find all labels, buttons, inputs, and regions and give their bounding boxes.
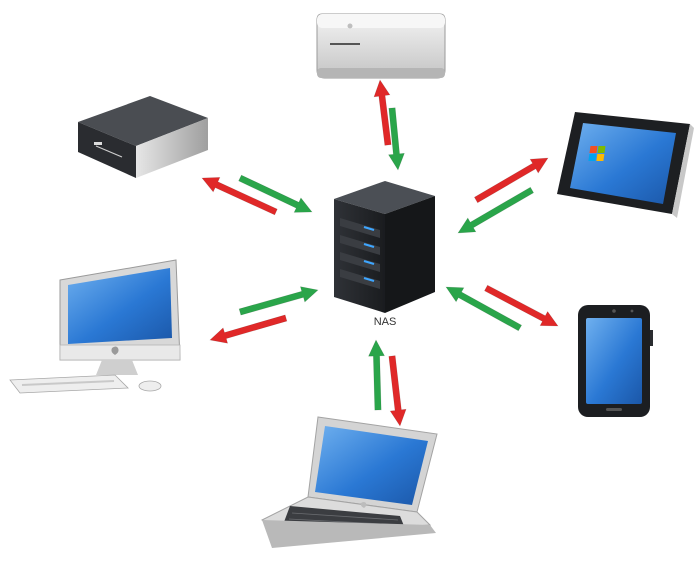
windows-tablet-icon: [557, 112, 694, 218]
set-top-box-icon: [78, 96, 208, 178]
tablet-to-nas-arrow: [457, 186, 535, 234]
set-top-box-to-nas-arrow: [238, 174, 313, 213]
nas-to-tablet-arrow: [473, 157, 549, 204]
laptop-icon: [261, 416, 438, 548]
laptop-to-nas-arrow: [368, 339, 385, 411]
mac-mini-to-nas-arrow: [387, 107, 405, 171]
nas-label: NAS: [373, 316, 397, 328]
nas-server-icon: [334, 181, 435, 313]
nas-to-mac-mini-arrow: [373, 79, 392, 146]
nas-to-laptop-arrow: [388, 355, 407, 427]
drive-bays: [340, 218, 380, 289]
keyboard-icon: [9, 374, 129, 394]
mouse-icon: [138, 380, 162, 392]
smartphone-to-nas-arrow: [445, 286, 523, 332]
nas-to-smartphone-arrow: [484, 284, 559, 327]
windows-logo-icon: [588, 146, 606, 161]
arrows-group: [201, 79, 559, 427]
mac-mini-icon: [316, 13, 446, 79]
desktop-to-nas-arrow: [238, 286, 319, 316]
nas-to-set-top-box-arrow: [201, 177, 278, 216]
smartphone-icon: [578, 305, 653, 417]
nas-to-desktop-arrow: [209, 314, 288, 344]
desktop-all-in-one-icon: [9, 259, 181, 394]
